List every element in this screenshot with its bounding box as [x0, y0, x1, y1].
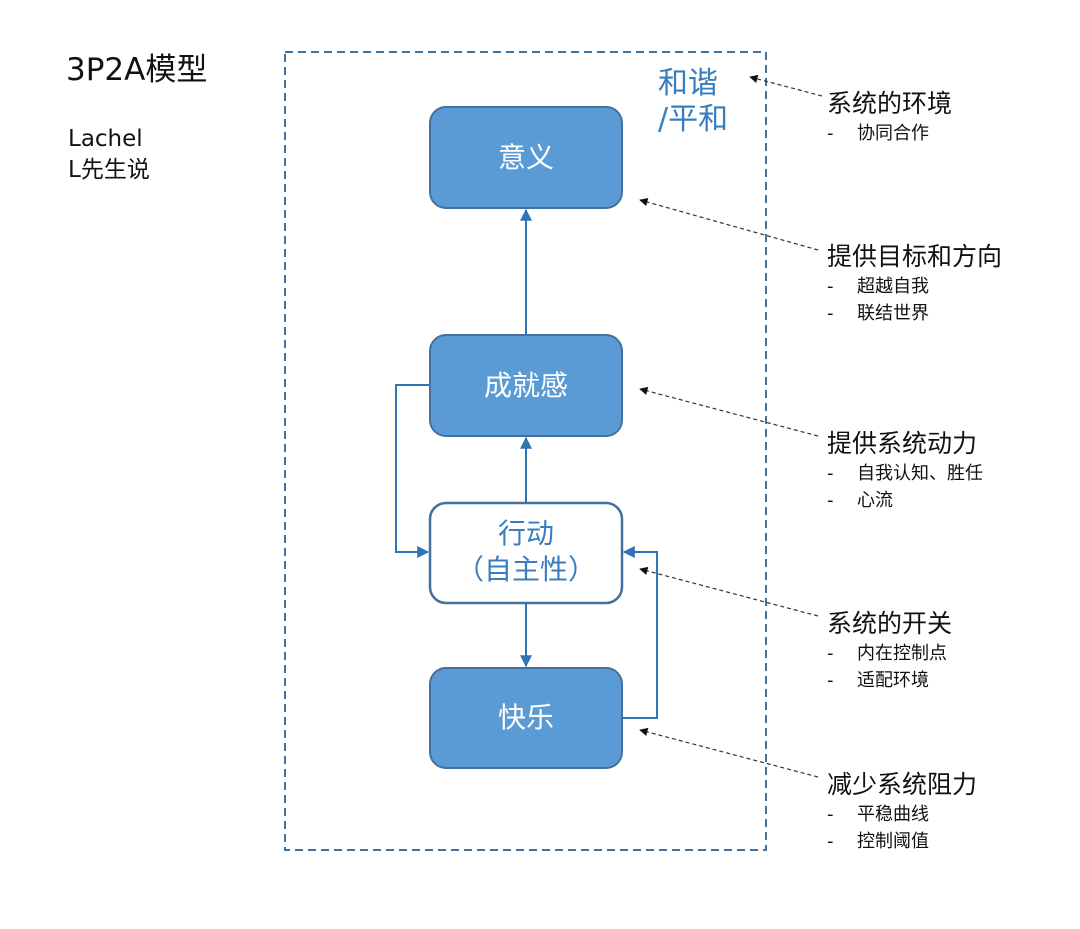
annotation-item: -适配环境	[827, 670, 929, 691]
author-alias: L先生说	[68, 157, 150, 183]
annotation-switch: 系统的开关 -内在控制点 -适配环境	[827, 604, 952, 694]
diagram-title: 3P2A模型	[66, 52, 208, 88]
node-action-label: 行动 （自主性）	[430, 516, 622, 588]
annotation-title: 系统的开关	[827, 609, 953, 638]
annotation-item: -协同合作	[827, 123, 929, 144]
annotation-item: -心流	[827, 490, 893, 511]
annotation-item: -自我认知、胜任	[827, 463, 983, 484]
annotation-arrow-environment	[749, 74, 823, 97]
annotation-title: 提供系统动力	[827, 429, 978, 458]
node-meaning	[429, 106, 623, 209]
author-credit: Lachel L先生说	[68, 124, 150, 186]
annotation-title: 系统的环境	[827, 89, 953, 118]
system-frame	[284, 51, 767, 851]
node-action	[428, 501, 624, 605]
arrow-happiness-loop-to-action	[622, 546, 658, 719]
author-name: Lachel	[68, 126, 143, 152]
annotation-arrow-goals	[639, 198, 819, 251]
frame-label: 和谐 /平和	[658, 66, 728, 138]
node-meaning-label: 意义	[497, 141, 554, 174]
node-achievement	[429, 334, 623, 437]
arrow-achievement-loop-to-action	[395, 384, 430, 558]
annotation-item: -平稳曲线	[827, 804, 929, 825]
node-happiness-label: 快乐	[497, 701, 554, 734]
annotation-title: 提供目标和方向	[827, 242, 1003, 271]
annotation-arrow-motivation	[639, 386, 819, 437]
annotation-motivation: 提供系统动力 -自我认知、胜任 -心流	[827, 424, 983, 514]
annotation-item: -超越自我	[827, 276, 929, 297]
node-achievement-label: 成就感	[483, 369, 568, 402]
annotation-arrow-resistance	[639, 727, 819, 778]
annotation-resistance: 减少系统阻力 -平稳曲线 -控制阈值	[827, 765, 977, 855]
annotation-item: -控制阈值	[827, 831, 929, 852]
annotation-title: 减少系统阻力	[827, 770, 978, 799]
annotation-item: -联结世界	[827, 303, 929, 324]
annotation-environment: 系统的环境 -协同合作	[827, 84, 952, 147]
annotation-arrow-switch	[639, 566, 819, 617]
node-action-title: 行动	[497, 517, 554, 550]
annotation-goals: 提供目标和方向 -超越自我 -联结世界	[827, 237, 1002, 327]
frame-label-line1: 和谐	[658, 66, 718, 101]
node-happiness	[429, 667, 623, 769]
annotation-item: -内在控制点	[827, 643, 947, 664]
node-action-subtitle: （自主性）	[455, 553, 596, 586]
frame-label-line2: /平和	[658, 102, 729, 137]
